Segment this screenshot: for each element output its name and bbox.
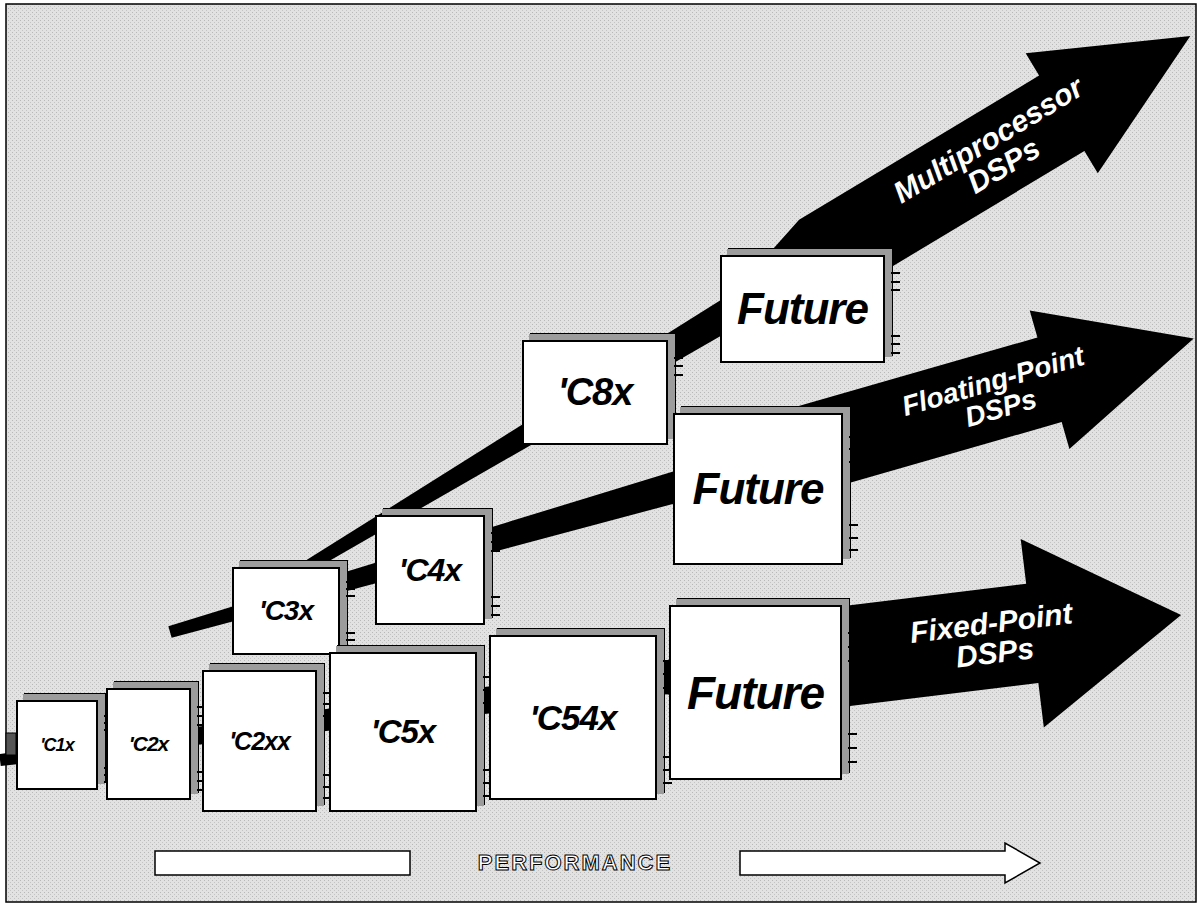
chip-pin <box>849 549 858 551</box>
chip-pin <box>674 357 683 359</box>
dsp-chip: Future <box>720 255 885 363</box>
chip-name: Future <box>687 666 824 720</box>
dsp-chip: Future <box>673 413 843 565</box>
chip-pin <box>848 632 857 634</box>
performance-bar <box>155 851 410 875</box>
chip-pin <box>849 436 858 438</box>
chip-pin <box>491 605 500 607</box>
chip-pin <box>674 374 683 376</box>
chip-name: 'C2xx <box>229 727 290 756</box>
chip-pin <box>491 614 500 616</box>
dsp-chip: Future <box>669 605 842 780</box>
dsp-chip: 'C4x <box>375 515 485 625</box>
chip-name: 'C5x <box>371 713 435 751</box>
chip-pin <box>346 646 355 648</box>
dsp-chip: 'C2x <box>106 688 191 800</box>
chip-pin <box>848 646 857 648</box>
chip-pin <box>848 761 857 763</box>
dsp-chip: 'C1x <box>16 700 98 790</box>
chip-pin <box>848 733 857 735</box>
dsp-chip: 'C5x <box>329 652 477 812</box>
chip-pin <box>346 588 355 590</box>
chip-tab <box>6 733 16 755</box>
chip-pin <box>848 660 857 662</box>
chip-pin <box>849 524 858 526</box>
chip-pin <box>891 289 900 291</box>
chip-pin <box>891 352 900 354</box>
chip-pin <box>491 532 500 534</box>
chip-pin <box>674 365 683 367</box>
chip-pin <box>891 335 900 337</box>
chip-pin <box>849 448 858 450</box>
roadmap-arrow <box>0 521 1193 855</box>
chip-name: 'C8x <box>558 371 633 414</box>
dsp-chip: 'C2xx <box>202 670 317 812</box>
chip-name: 'C3x <box>259 595 313 627</box>
chip-name: 'C54x <box>530 698 617 738</box>
chip-pin <box>891 343 900 345</box>
roadmap-arrow <box>274 0 1204 625</box>
chip-pin <box>491 550 500 552</box>
chip-pin <box>891 281 900 283</box>
performance-arrow <box>740 843 1040 883</box>
chip-name: 'C1x <box>40 735 73 756</box>
chip-pin <box>849 537 858 539</box>
chip-pin <box>346 639 355 641</box>
chip-pin <box>491 541 500 543</box>
chip-pin <box>849 461 858 463</box>
dsp-chip: 'C54x <box>489 635 657 800</box>
chip-pin <box>346 581 355 583</box>
chip-name: 'C2x <box>129 732 169 756</box>
background-frame <box>6 4 1196 902</box>
chip-pin <box>346 632 355 634</box>
chip-pin <box>346 595 355 597</box>
chip-name: Future <box>737 284 868 334</box>
axis-label: PERFORMANCE <box>478 850 672 876</box>
chip-pin <box>663 782 672 784</box>
chip-pin <box>891 272 900 274</box>
dsp-chip: 'C3x <box>232 567 340 655</box>
chip-name: 'C4x <box>399 552 461 589</box>
roadmap-bands <box>0 0 1204 854</box>
chip-pin <box>848 747 857 749</box>
chip-name: Future <box>693 464 824 514</box>
chip-pin <box>491 596 500 598</box>
dsp-chip: 'C8x <box>522 340 668 445</box>
